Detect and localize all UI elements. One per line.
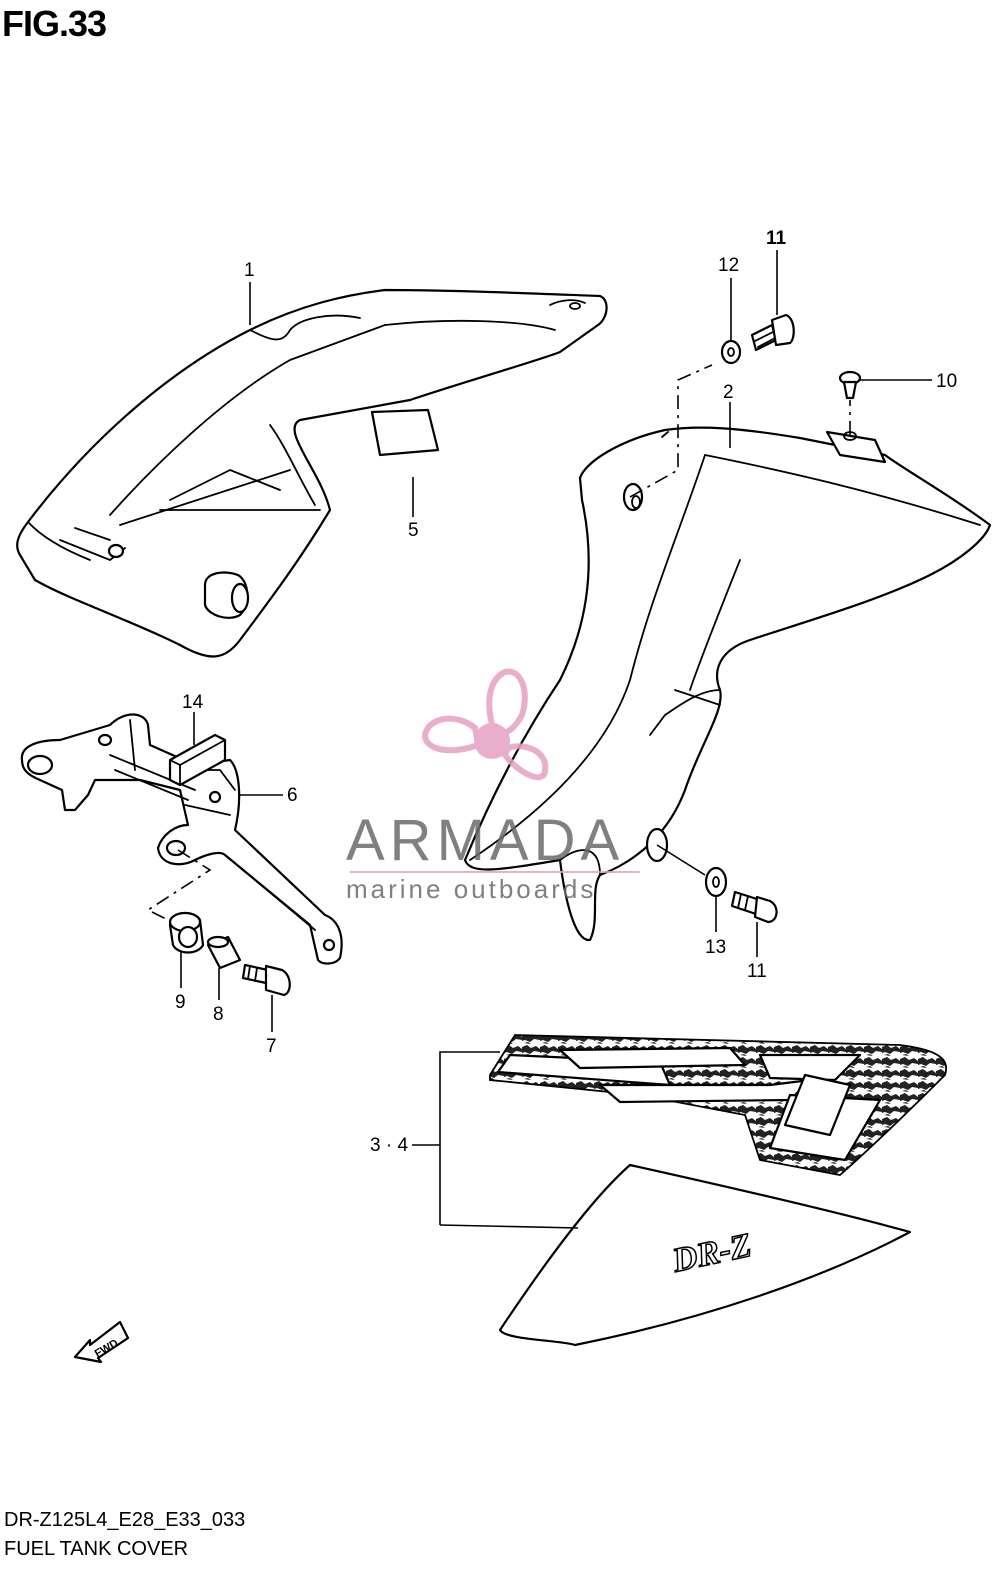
callout-1: 1 bbox=[244, 260, 255, 281]
bolt-11-bottom bbox=[730, 890, 778, 924]
callout-11-bottom: 11 bbox=[747, 961, 767, 982]
callout-10: 10 bbox=[936, 371, 957, 392]
watermark: ARMADA marine outboards bbox=[346, 668, 640, 904]
callout-8: 8 bbox=[213, 1004, 224, 1025]
watermark-tagline: marine outboards bbox=[346, 874, 596, 904]
propeller-logo-icon bbox=[421, 668, 549, 781]
callout-5: 5 bbox=[408, 520, 419, 541]
forward-arrow-icon: FWD bbox=[73, 1320, 130, 1364]
callout-6: 6 bbox=[287, 785, 298, 806]
decal-set: DR-Z bbox=[489, 1034, 947, 1347]
clip-10 bbox=[838, 370, 862, 400]
figure-title: FIG.33 bbox=[2, 3, 107, 44]
model-code: DR-Z125L4_E28_E33_033 bbox=[4, 1509, 246, 1531]
callout-9: 9 bbox=[175, 992, 186, 1013]
callout-2: 2 bbox=[723, 382, 734, 403]
washer-13 bbox=[704, 866, 728, 898]
bolt-11-top bbox=[750, 313, 795, 352]
watermark-brand: ARMADA bbox=[346, 808, 624, 873]
left-tank-cover bbox=[16, 288, 608, 658]
callout-14: 14 bbox=[182, 692, 204, 713]
bracket-6 bbox=[20, 713, 343, 965]
washer-12 bbox=[720, 339, 742, 365]
right-tank-cover bbox=[463, 426, 992, 942]
cushion-pad bbox=[370, 408, 440, 457]
bolt-7 bbox=[241, 963, 291, 997]
callout-12: 12 bbox=[718, 255, 739, 276]
figure-caption: FUEL TANK COVER bbox=[4, 1538, 189, 1560]
callout-11-top: 11 bbox=[766, 228, 787, 249]
callout-3-4: 3 · 4 bbox=[370, 1135, 408, 1156]
grommet-9 bbox=[168, 911, 205, 954]
pad-14 bbox=[168, 733, 227, 787]
callout-13: 13 bbox=[705, 937, 726, 958]
collar-8 bbox=[206, 935, 242, 970]
callout-7: 7 bbox=[266, 1036, 277, 1057]
